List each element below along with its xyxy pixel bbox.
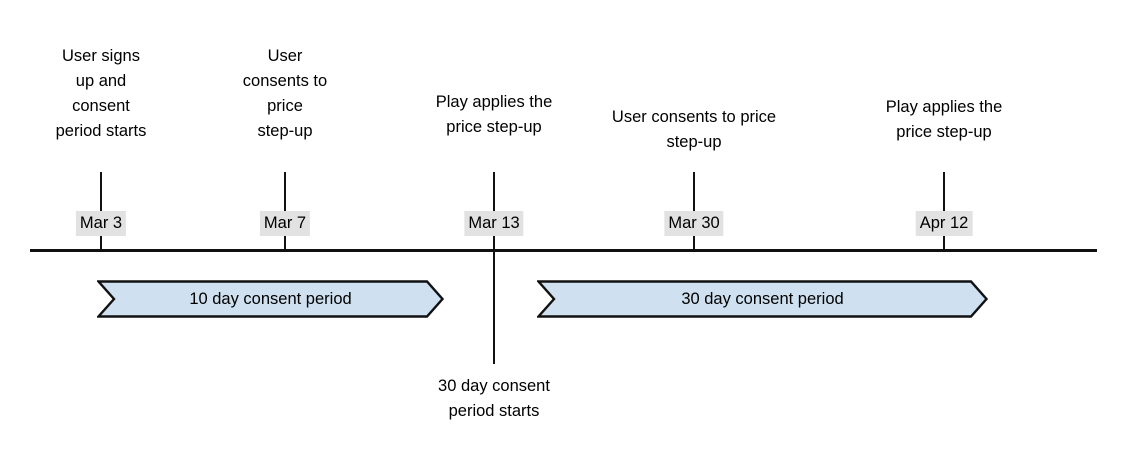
chevron-shape-10-day <box>97 280 444 318</box>
event-label-mar-3: User signs up and consent period starts <box>55 47 147 140</box>
event-label-mar-30: User consents to price step-up <box>611 108 777 151</box>
date-chip-mar-7: Mar 7 <box>259 211 311 236</box>
period-banner-10-day: 10 day consent period <box>97 280 444 318</box>
date-chip-mar-3: Mar 3 <box>75 211 127 236</box>
event-label-mar-13: Play applies the price step-up <box>435 93 553 136</box>
date-chip-apr-12: Apr 12 <box>915 211 973 236</box>
event-label-mar-7: User consents to price step-up <box>242 47 328 140</box>
chevron-shape-30-day <box>537 280 988 318</box>
event-label-apr-12: Play applies the price step-up <box>885 98 1003 141</box>
timeline-axis <box>30 249 1097 252</box>
date-chip-mar-30: Mar 30 <box>664 211 724 236</box>
date-chip-mar-13: Mar 13 <box>464 211 524 236</box>
period-banner-label-30-day: 30 day consent period <box>681 289 844 308</box>
tick-mar-13 <box>493 172 495 364</box>
period-banner-30-day: 30 day consent period <box>537 280 988 318</box>
period-banner-label-10-day: 10 day consent period <box>189 289 352 308</box>
annotation-30-day-start: 30 day consent period starts <box>438 377 550 420</box>
